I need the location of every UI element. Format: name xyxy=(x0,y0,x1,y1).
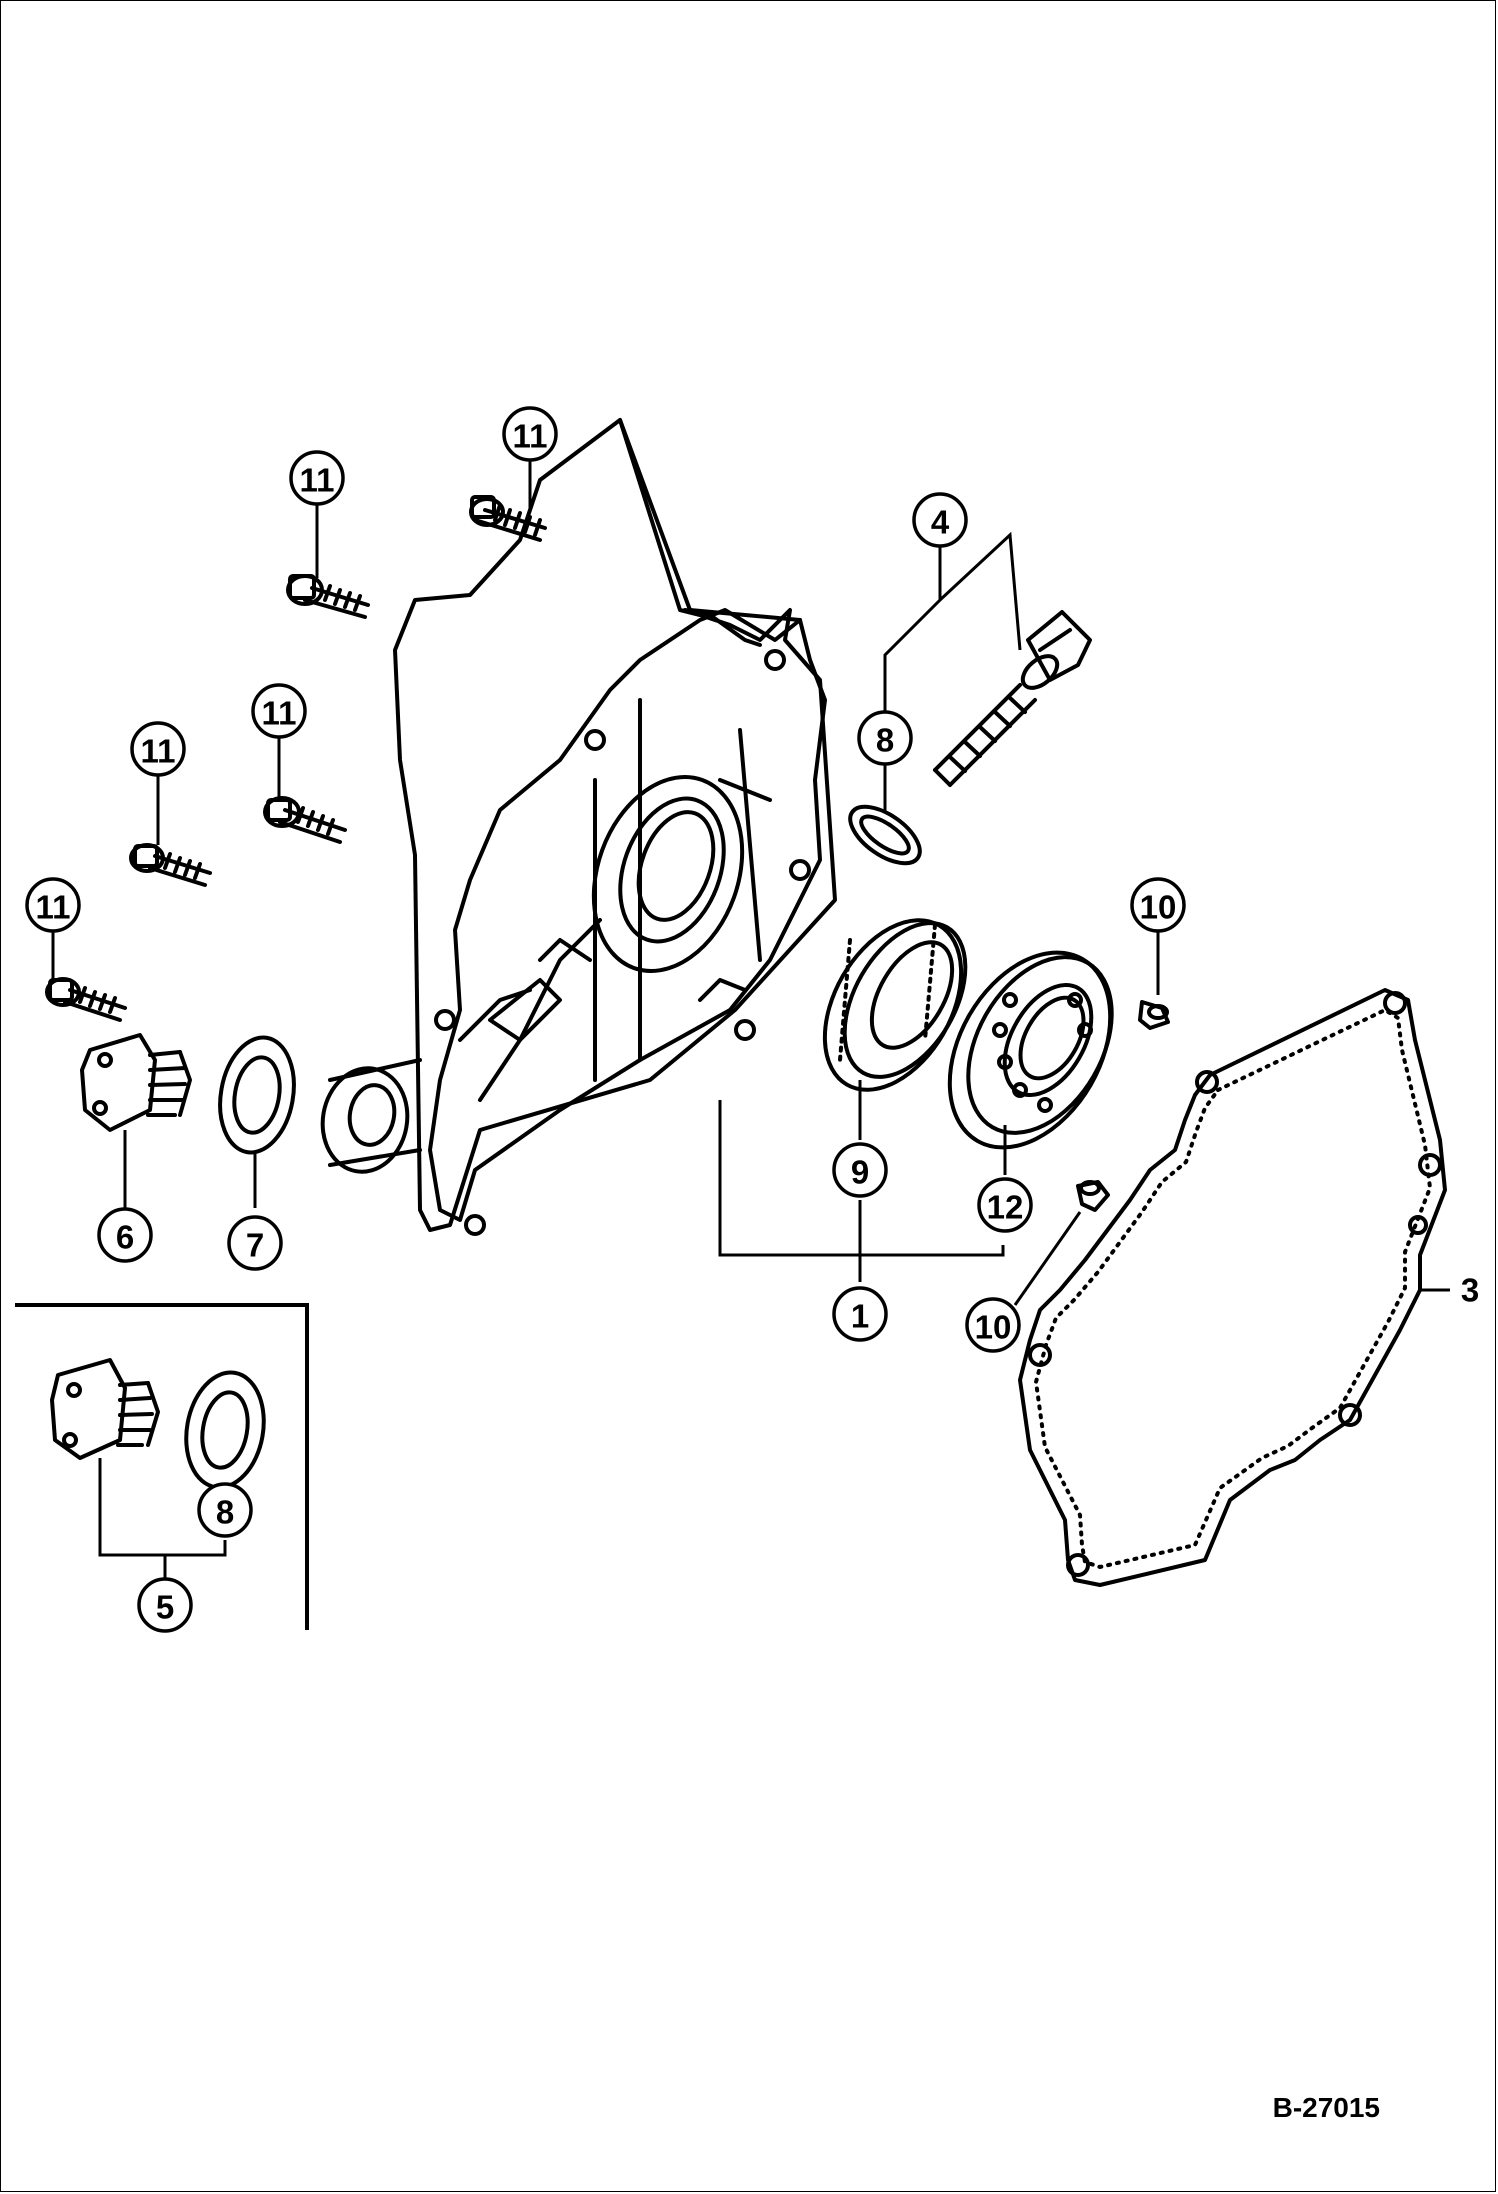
callout-7: 7 xyxy=(246,1227,264,1264)
callout-circle-5 xyxy=(137,1577,193,1633)
callout-12: 12 xyxy=(987,1189,1024,1226)
callout-1: 1 xyxy=(851,1298,869,1335)
callout-circle-12 xyxy=(977,1177,1033,1233)
bearing-boss xyxy=(591,775,745,973)
callout-8b: 8 xyxy=(216,1494,234,1531)
callout-4: 4 xyxy=(931,504,950,541)
o-ring-8b xyxy=(184,1370,266,1490)
drain-plug-6 xyxy=(80,1033,192,1132)
callout-circle-10b xyxy=(965,1297,1021,1353)
callout-11b: 11 xyxy=(300,462,335,499)
oil-filler-plug xyxy=(933,610,1092,787)
callout-5: 5 xyxy=(156,1589,174,1626)
callout-circle-11d xyxy=(130,721,186,777)
callout-8a: 8 xyxy=(876,722,894,759)
bolt-11e xyxy=(45,977,127,1022)
gasket-3 xyxy=(1018,988,1447,1587)
leader-lines xyxy=(15,457,1450,1630)
callout-circle-11c xyxy=(251,683,307,739)
callout-9: 9 xyxy=(851,1154,869,1191)
oil-seal-9 xyxy=(822,918,968,1092)
bolt-11d xyxy=(129,843,212,887)
callout-11e: 11 xyxy=(36,889,71,926)
callout-circle-8a xyxy=(857,710,913,766)
callout-circle-9 xyxy=(832,1142,888,1198)
callout-10a: 10 xyxy=(1140,889,1177,926)
dowel-pin-10a xyxy=(1138,1000,1170,1030)
callout-11d: 11 xyxy=(141,733,176,770)
callout-circle-10a xyxy=(1130,877,1186,933)
callout-circle-11b xyxy=(289,450,345,506)
drain-plug-5 xyxy=(50,1358,160,1460)
callouts xyxy=(25,406,1186,1633)
ball-bearing-12 xyxy=(947,950,1114,1150)
crankcase-cover xyxy=(320,418,837,1236)
callout-11a: 11 xyxy=(513,418,548,455)
figure-reference: B-27015 xyxy=(1272,2092,1380,2123)
callout-circle-6 xyxy=(97,1207,153,1263)
callout-circle-1 xyxy=(832,1286,888,1342)
callout-circle-8b xyxy=(197,1482,253,1538)
callout-3: 3 xyxy=(1461,1272,1479,1309)
bolt-11a xyxy=(469,495,547,542)
callout-circle-7 xyxy=(227,1215,283,1271)
bolt-11b xyxy=(286,574,370,619)
washer-7 xyxy=(218,1035,296,1155)
bolt-11c xyxy=(263,796,347,844)
o-ring-8a xyxy=(848,804,922,866)
callout-10b: 10 xyxy=(975,1309,1012,1346)
callout-6: 6 xyxy=(116,1219,134,1256)
callout-circle-4 xyxy=(912,492,968,548)
callout-11c: 11 xyxy=(262,695,297,732)
callout-circle-11a xyxy=(502,406,558,462)
callout-circle-11e xyxy=(25,877,81,933)
dowel-pin-10b xyxy=(1076,1180,1110,1212)
